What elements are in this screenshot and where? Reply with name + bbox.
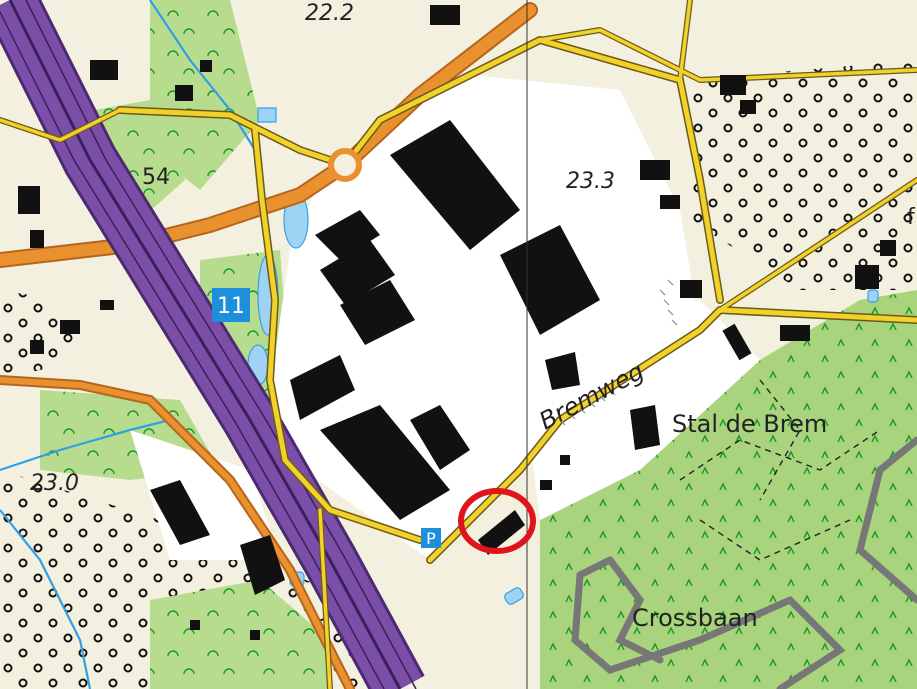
place-label-crossbaan: Crossbaan: [632, 604, 758, 632]
exit-number: 11: [217, 294, 245, 319]
parking-badge: P: [421, 528, 441, 548]
forest-trails: [679, 379, 881, 561]
number-label-54: 54: [142, 165, 170, 190]
streams: [0, 0, 256, 689]
parking-letter: P: [426, 529, 436, 548]
elevation-label-left: 23.0: [30, 471, 79, 496]
embankments: [559, 279, 678, 426]
elevation-label-mid: 23.3: [566, 169, 615, 194]
elevation-label-top: 22.2: [305, 1, 354, 26]
edge-label: f: [907, 205, 916, 230]
place-label-stal-de-brem: Stal de Brem: [672, 410, 827, 438]
crossbaan-track: [571, 436, 917, 689]
buildings: [18, 5, 896, 640]
highlight-circle-marker[interactable]: [458, 488, 536, 554]
roundabout: [328, 148, 362, 182]
motorway-exit-badge: 11: [212, 288, 250, 322]
